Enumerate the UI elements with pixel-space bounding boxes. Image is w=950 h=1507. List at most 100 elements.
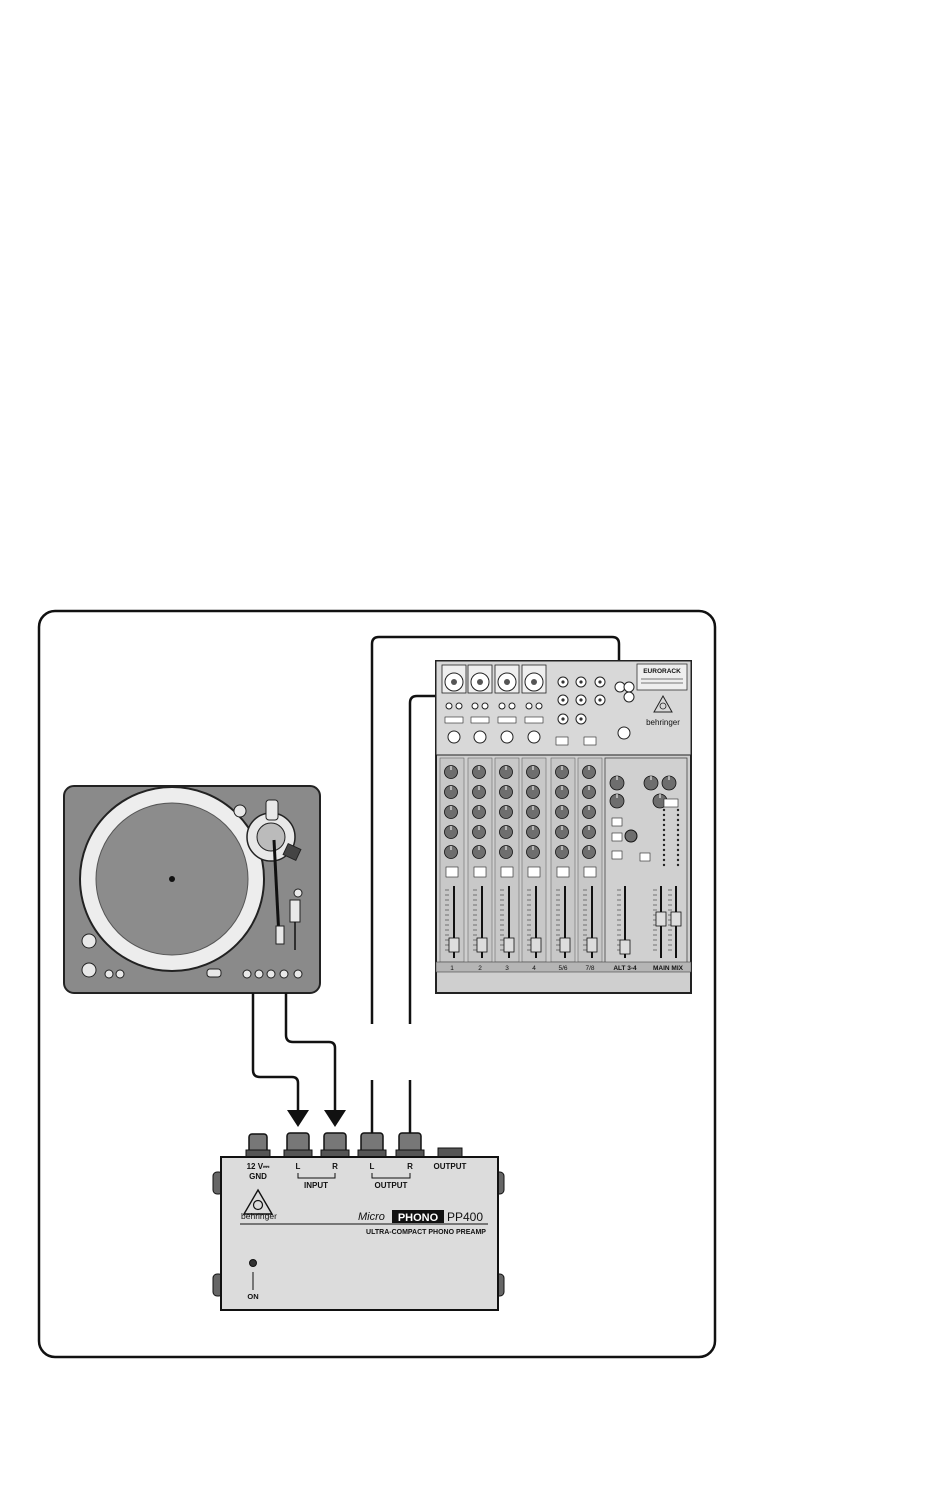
line-jack-center <box>598 680 601 683</box>
meter-led <box>663 814 665 816</box>
on-label: ON <box>247 1292 258 1301</box>
output-group-label: OUTPUT <box>375 1181 408 1190</box>
meter-led <box>677 819 679 821</box>
gain-knob <box>474 731 486 743</box>
master-fader-cap <box>656 912 666 926</box>
meter-led <box>663 819 665 821</box>
meter-led <box>663 829 665 831</box>
channel-number-label: 1 <box>450 965 454 972</box>
meter-led <box>663 844 665 846</box>
master-switch <box>640 853 650 861</box>
master-knob <box>625 830 637 842</box>
gnd-label: GND <box>249 1172 267 1181</box>
master-fader-cap <box>620 940 630 954</box>
xlr-pin <box>504 679 510 685</box>
gain-knob <box>448 731 460 743</box>
master-switch <box>612 833 622 841</box>
meter-led <box>677 854 679 856</box>
model-phono: PHONO <box>398 1212 439 1224</box>
mixer-brand-name: EURORACK <box>643 668 681 675</box>
meter-led <box>663 854 665 856</box>
meter-led <box>663 849 665 851</box>
master-fader-cap <box>671 912 681 926</box>
jack-small <box>482 703 488 709</box>
meter-led <box>677 844 679 846</box>
line-jack-center <box>579 698 582 701</box>
model-micro: Micro <box>358 1211 385 1223</box>
fader-cap <box>531 938 541 952</box>
line-jack-center <box>579 680 582 683</box>
main-mix-label: MAIN MIX <box>653 965 684 972</box>
line-jack-center <box>561 680 564 683</box>
jack-small <box>499 703 505 709</box>
channel-number-label: 3 <box>505 965 509 972</box>
gain-knob <box>528 731 540 743</box>
jack-small <box>456 703 462 709</box>
mute-button <box>474 867 486 877</box>
jack-small <box>472 703 478 709</box>
switch <box>471 717 489 723</box>
gain-knob <box>501 731 513 743</box>
jack-small <box>509 703 515 709</box>
output-jack <box>438 1148 462 1157</box>
mixer-phones-jack <box>618 727 630 739</box>
preamp-brand: behringer <box>241 1211 277 1221</box>
channel-number-label: 7/8 <box>585 965 594 972</box>
switch <box>498 717 516 723</box>
meter-led <box>677 859 679 861</box>
alt-3-4-label: ALT 3-4 <box>613 965 637 972</box>
mute-button <box>557 867 569 877</box>
line-jack-center <box>598 698 601 701</box>
fader-cap <box>449 938 459 952</box>
fader-cap <box>477 938 487 952</box>
channel-number-label: 4 <box>532 965 536 972</box>
output-r-label: R <box>407 1162 413 1171</box>
meter-led <box>663 834 665 836</box>
meter-led <box>677 829 679 831</box>
master-switch <box>664 799 678 807</box>
mixer-brand: behringer <box>646 718 680 727</box>
input-l-label: L <box>296 1162 301 1171</box>
mute-button <box>501 867 513 877</box>
fader-cap <box>504 938 514 952</box>
fader-cap <box>587 938 597 952</box>
switch <box>584 737 596 745</box>
switch <box>556 737 568 745</box>
meter-led <box>677 849 679 851</box>
line-jack-center <box>561 698 564 701</box>
meter-led <box>677 809 679 811</box>
jack-small <box>536 703 542 709</box>
line-jack-center <box>561 717 564 720</box>
xlr-pin <box>531 679 537 685</box>
input-r-label: R <box>332 1162 338 1171</box>
phono-preamp: 12 V⎓ GND L R INPUT L R OUTPUT OUTPUT be… <box>213 1133 504 1310</box>
meter-led <box>677 834 679 836</box>
meter-led <box>663 809 665 811</box>
fader-cap <box>560 938 570 952</box>
meter-led <box>663 859 665 861</box>
jack-small <box>526 703 532 709</box>
spindle <box>169 876 175 882</box>
meter-led <box>677 824 679 826</box>
master-switch <box>612 851 622 859</box>
output-jack-label: OUTPUT <box>434 1162 467 1171</box>
mute-button <box>584 867 596 877</box>
meter-led <box>663 839 665 841</box>
mute-button <box>446 867 458 877</box>
preamp-subtitle: ULTRA-COMPACT PHONO PREAMP <box>366 1229 486 1236</box>
meter-led <box>663 864 665 866</box>
channel-number-label: 5/6 <box>558 965 567 972</box>
master-switch <box>612 818 622 826</box>
switch <box>525 717 543 723</box>
line-jack-center <box>579 717 582 720</box>
meter-led <box>677 814 679 816</box>
input-group-label: INPUT <box>304 1181 328 1190</box>
turntable <box>64 786 320 993</box>
mute-button <box>528 867 540 877</box>
meter-led <box>677 839 679 841</box>
meter-led <box>663 824 665 826</box>
switch <box>445 717 463 723</box>
output-l-label: L <box>370 1162 375 1171</box>
